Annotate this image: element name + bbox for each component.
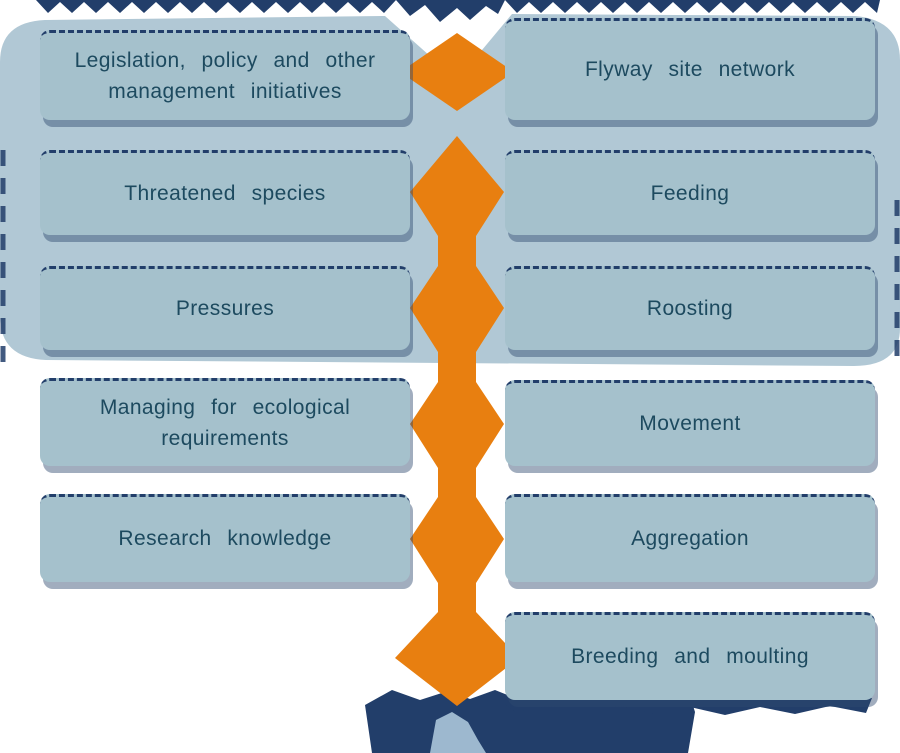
node-threatened-species: Threatened species — [40, 150, 410, 235]
node-legislation-policy: Legislation, policy and other management… — [40, 30, 410, 120]
node-label: Managing for ecological requirements — [99, 396, 351, 450]
node-label: Roosting — [646, 297, 734, 321]
bottom-notch-icon — [430, 712, 486, 753]
node-label: Flyway site network — [584, 58, 796, 82]
node-aggregation: Aggregation — [505, 494, 875, 582]
node-movement: Movement — [505, 380, 875, 466]
connector-chain-arrow-icon — [395, 136, 519, 706]
node-managing-ecological: Managing for ecological requirements — [40, 378, 410, 466]
node-flyway-site-network: Flyway site network — [505, 18, 875, 120]
node-label: Movement — [639, 412, 741, 436]
torn-edge-bottom-right-icon — [505, 698, 872, 715]
connector-diamond-icon — [400, 33, 514, 111]
node-label: Research knowledge — [118, 527, 332, 551]
node-label: Feeding — [650, 181, 730, 205]
torn-edge-top-center-icon — [396, 0, 505, 22]
node-label: Breeding and moulting — [571, 645, 809, 669]
node-label: Legislation, policy and other management… — [74, 49, 376, 103]
node-research-knowledge: Research knowledge — [40, 494, 410, 582]
node-roosting: Roosting — [505, 266, 875, 350]
torn-edge-top-right-icon — [505, 0, 880, 13]
torn-edge-top-left-icon — [36, 0, 396, 13]
node-feeding: Feeding — [505, 150, 875, 235]
node-label: Aggregation — [631, 527, 749, 551]
node-label: Pressures — [175, 297, 275, 321]
node-pressures: Pressures — [40, 266, 410, 350]
node-breeding-moulting: Breeding and moulting — [505, 612, 875, 700]
node-label: Threatened species — [124, 181, 326, 205]
